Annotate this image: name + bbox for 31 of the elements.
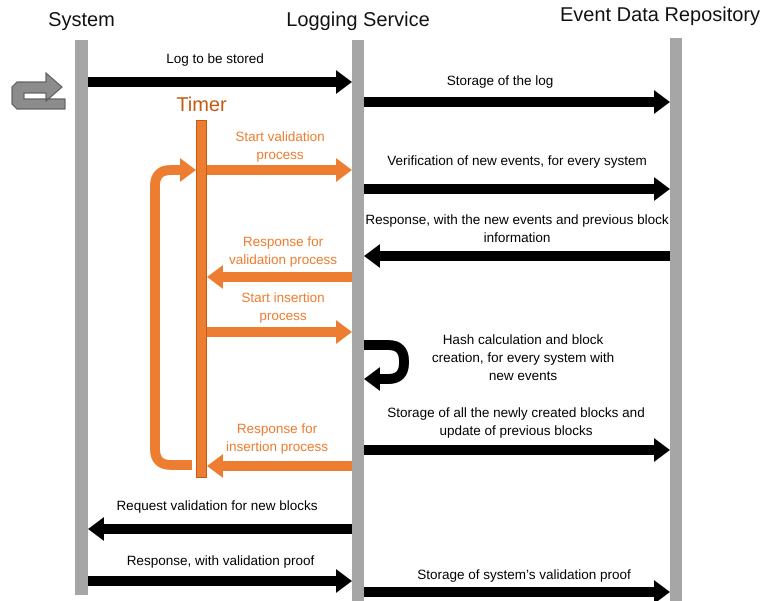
- lifeline-label: System: [48, 9, 115, 32]
- arrow: [207, 454, 352, 478]
- edge-label: Start insertion process: [240, 289, 326, 326]
- edge-label: Start validation process: [234, 128, 326, 164]
- arrow: [364, 438, 670, 462]
- edge-label: Request validation for new blocks: [115, 497, 319, 515]
- arrow: [364, 340, 409, 391]
- edge-label: Storage of system’s validation proof: [416, 566, 632, 584]
- edge-label: Response, with the new events and previous block information: [364, 211, 670, 248]
- edge-label: Response for insertion process: [224, 420, 330, 456]
- arrow: [150, 158, 196, 470]
- arrow: [88, 517, 352, 541]
- arrow: [364, 177, 670, 201]
- edge-label: Storage of the log: [446, 72, 554, 90]
- arrow: [364, 244, 670, 268]
- arrow: [364, 90, 670, 114]
- edge-label: Log to be stored: [165, 50, 265, 68]
- arrow: [207, 158, 352, 182]
- edge-label: Verification of new events, for every system: [386, 152, 648, 170]
- lifeline-label: Event Data Repository: [560, 4, 760, 27]
- edge-label: Response for validation process: [228, 233, 338, 270]
- arrow: [364, 580, 670, 601]
- arrow: [207, 320, 352, 344]
- timer-label: Timer: [176, 94, 227, 117]
- edge-label: Hash calculation and block creation, for every system with new events: [430, 331, 616, 386]
- lifeline-label: Logging Service: [286, 9, 430, 32]
- edge-label: Storage of all the newly created blocks and update of previous blocks: [386, 404, 646, 440]
- arrow: [88, 70, 352, 94]
- edge-label: Response, with validation proof: [126, 552, 316, 570]
- arrow: [88, 569, 352, 593]
- arrow: [207, 265, 352, 289]
